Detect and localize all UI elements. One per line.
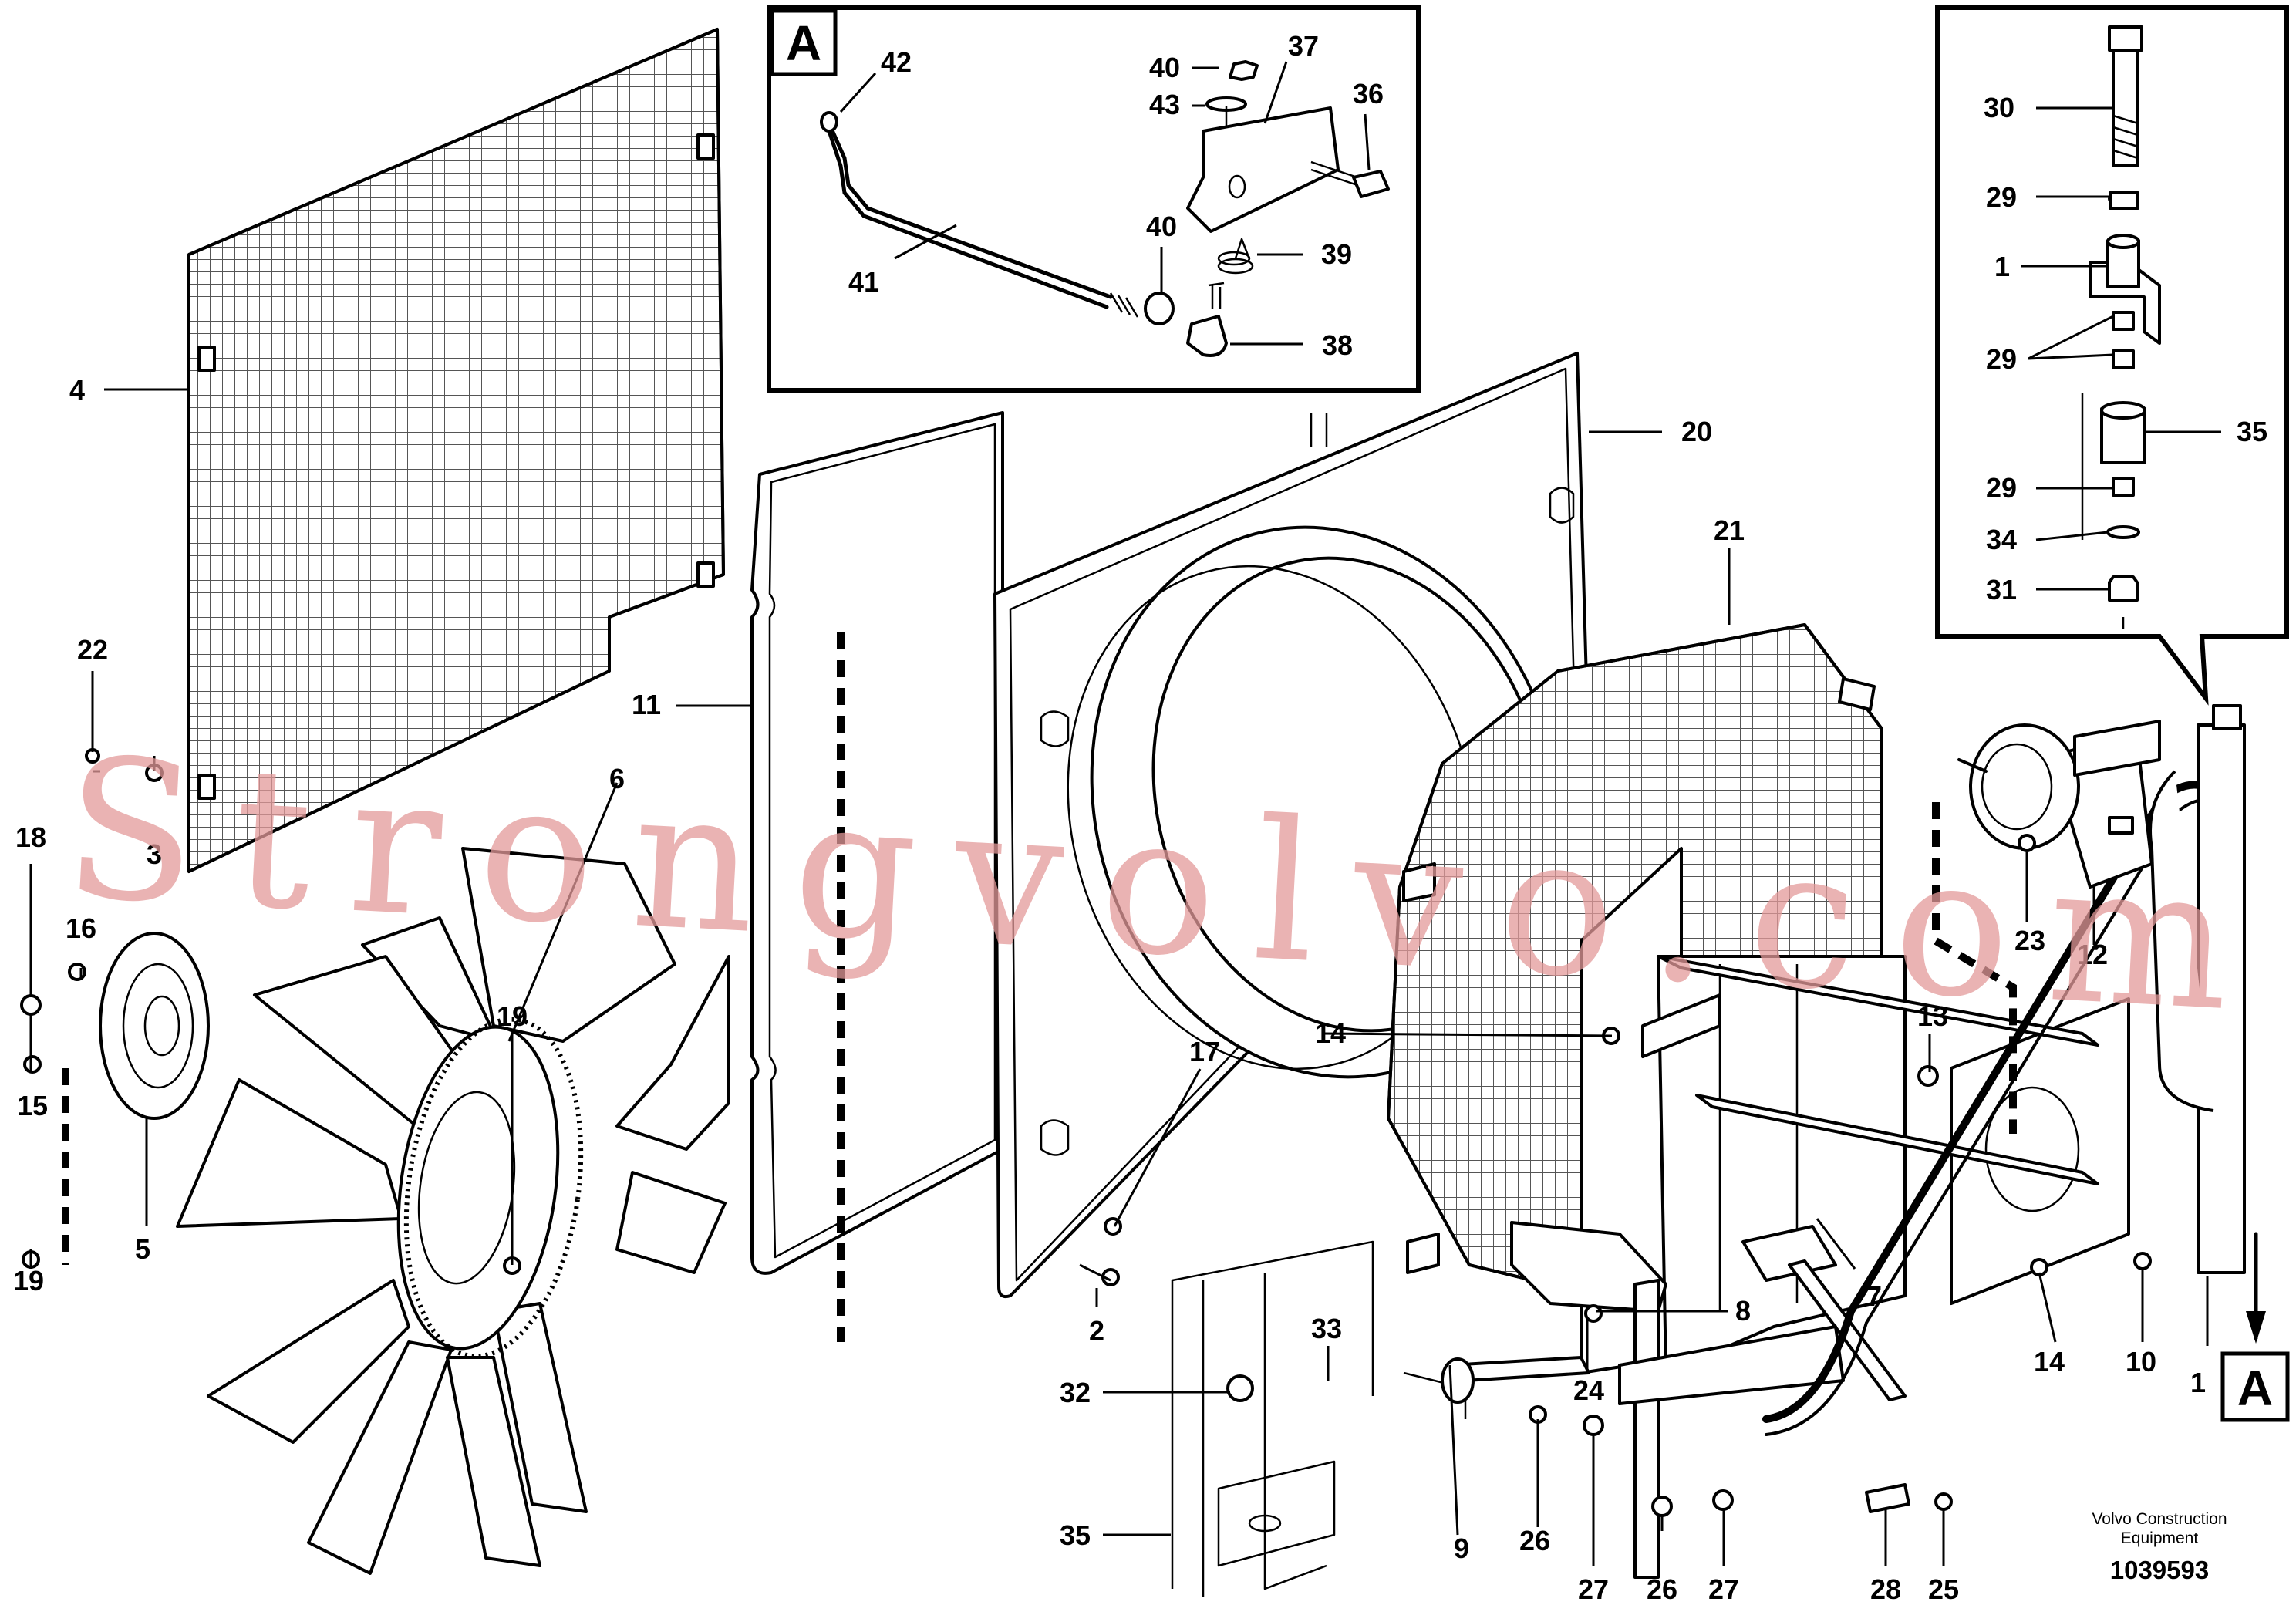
callout-17: 17 [1189, 1036, 1220, 1067]
callout-22: 22 [77, 634, 108, 666]
callout-8: 8 [1735, 1295, 1751, 1327]
callout-9: 9 [1454, 1533, 1469, 1564]
seal-frame-part-11 [750, 411, 1004, 1275]
callout-23: 23 [2014, 925, 2045, 956]
callout-27-right: 27 [1708, 1573, 1739, 1605]
callout-21: 21 [1714, 514, 1745, 546]
callout-41: 41 [848, 266, 879, 298]
callout-12: 12 [2077, 939, 2108, 970]
callout-3: 3 [147, 838, 162, 870]
callout-26-right: 26 [1647, 1573, 1677, 1605]
drawing-footer: Volvo Construction Equipment 1039593 [2092, 1510, 2227, 1584]
leader-lines [29, 61, 2221, 1566]
callout-7: 7 [1866, 1280, 1882, 1312]
footer-company-line2: Equipment [2121, 1529, 2199, 1547]
detail-a-inset: A [767, 5, 1421, 393]
drawing-number: 1039593 [2110, 1556, 2209, 1584]
callout-19-center: 19 [497, 1000, 528, 1032]
callout-32: 32 [1060, 1377, 1091, 1408]
callout-14-center: 14 [1315, 1017, 1346, 1049]
callout-33: 33 [1311, 1313, 1342, 1344]
hydraulic-motor-part-12 [1957, 720, 2161, 889]
callout-1-bottom: 1 [2190, 1367, 2206, 1398]
callout-37: 37 [1288, 30, 1319, 62]
callout-20: 20 [1681, 416, 1712, 447]
callout-11: 11 [632, 689, 661, 720]
callout-29-bottom: 29 [1986, 472, 2017, 504]
pivot-detail-inset [1935, 5, 2289, 706]
detail-a-reference: A [2220, 1232, 2290, 1422]
callout-39: 39 [1321, 238, 1352, 270]
callout-40-bottom: 40 [1146, 211, 1177, 242]
callout-26-left: 26 [1519, 1525, 1550, 1556]
callout-18: 18 [15, 821, 46, 853]
callout-15: 15 [17, 1090, 48, 1121]
callout-35-detail: 35 [2237, 416, 2267, 447]
callout-34: 34 [1986, 524, 2017, 555]
callout-28: 28 [1870, 1573, 1901, 1605]
callout-27-left: 27 [1578, 1573, 1609, 1605]
callout-42: 42 [881, 46, 912, 78]
callout-43: 43 [1149, 89, 1180, 120]
callout-16: 16 [66, 912, 96, 944]
callout-35-bottom: 35 [1060, 1519, 1091, 1551]
callout-2: 2 [1089, 1315, 1104, 1347]
callout-labels: 4 22 3 18 16 15 5 19 6 19 11 17 2 20 21 … [13, 30, 2267, 1605]
callout-10: 10 [2126, 1346, 2156, 1378]
callout-24: 24 [1573, 1374, 1604, 1406]
fan-hub-part-5 [99, 932, 210, 1120]
hydraulic-pipe-assembly [1762, 704, 2246, 1436]
callout-25: 25 [1928, 1573, 1959, 1605]
detail-a-reference-marker: A [2237, 1361, 2273, 1416]
callout-38: 38 [1322, 329, 1353, 361]
callout-31: 31 [1986, 574, 2017, 605]
detail-a-marker: A [786, 15, 821, 71]
callout-30: 30 [1984, 92, 2014, 123]
callout-40-top: 40 [1149, 52, 1180, 83]
callout-14-right: 14 [2034, 1346, 2065, 1378]
chassis-bracket-part-35 [1171, 1240, 1467, 1597]
callout-1-detail: 1 [1994, 251, 2010, 282]
callout-5: 5 [135, 1233, 150, 1265]
callout-6: 6 [609, 763, 625, 794]
radiator-screen-part-4 [187, 28, 725, 873]
callout-36: 36 [1353, 78, 1384, 110]
assembly-guide-line-motor [1932, 802, 2017, 1134]
callout-13: 13 [1917, 1000, 1948, 1032]
callout-29-top: 29 [1986, 181, 2017, 213]
callout-29-middle: 29 [1986, 343, 2017, 375]
callout-19-left: 19 [13, 1265, 44, 1297]
footer-company-line1: Volvo Construction [2092, 1510, 2227, 1528]
callout-4: 4 [69, 374, 85, 406]
